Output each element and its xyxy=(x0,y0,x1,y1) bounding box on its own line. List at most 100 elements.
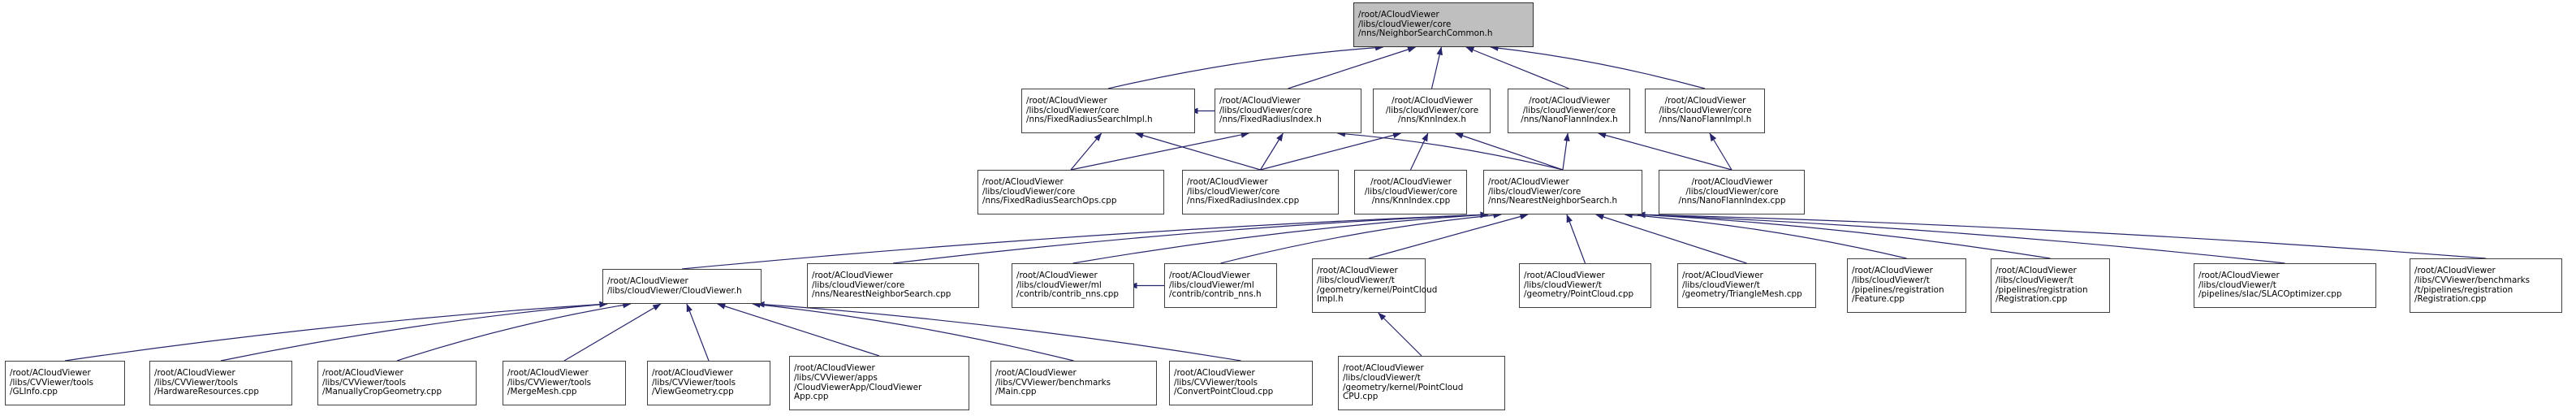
graph-node[interactable]: /root/ACloudViewer/libs/cloudViewer/core… xyxy=(1483,170,1642,214)
edge-group xyxy=(64,44,2487,362)
node-line: /ManuallyCropGeometry.cpp xyxy=(322,387,442,397)
node-line: /nns/NanoFlannIndex.cpp xyxy=(1678,196,1786,206)
node-line: /libs/cloudViewer/core xyxy=(1364,186,1458,197)
node-line: /libs/cloudViewer/t xyxy=(1682,280,1760,290)
graph-node[interactable]: /root/ACloudViewer/libs/cloudViewer/t/ge… xyxy=(1677,263,1816,308)
graph-edge xyxy=(1637,211,2285,264)
node-line: App.cpp xyxy=(794,392,829,402)
graph-node[interactable]: /root/ACloudViewer/libs/CVViewer/apps/Cl… xyxy=(789,356,969,410)
graph-node[interactable]: /root/ACloudViewer/libs/cloudViewer/ml/c… xyxy=(1164,263,1277,308)
graph-node[interactable]: /root/ACloudViewer/libs/CVViewer/tools/M… xyxy=(317,361,477,405)
graph-node[interactable]: /root/ACloudViewer/libs/cloudViewer/core… xyxy=(1645,89,1765,133)
node-line: /libs/cloudViewer/core xyxy=(1488,186,1581,197)
graph-node[interactable]: /root/ACloudViewer/libs/cloudViewer/ml/c… xyxy=(1012,263,1134,308)
node-line: /root/ACloudViewer xyxy=(1392,96,1473,106)
node-line: /libs/cloudViewer/ml xyxy=(1016,280,1102,290)
graph-node[interactable]: /root/ACloudViewer/libs/cloudViewer/t/pi… xyxy=(1847,258,1966,313)
graph-node[interactable]: /root/ACloudViewer/libs/CVViewer/benchma… xyxy=(2410,258,2562,313)
node-line: /root/ACloudViewer xyxy=(1996,266,2077,276)
graph-edge xyxy=(717,303,880,357)
graph-edge xyxy=(1072,211,1489,264)
node-line: /root/ACloudViewer xyxy=(652,368,733,379)
node-line: /pipelines/slac/SLACOptimizer.cpp xyxy=(2198,289,2342,300)
node-line: /MergeMesh.cpp xyxy=(507,387,577,397)
graph-node[interactable]: /root/ACloudViewer/libs/cloudViewer/Clou… xyxy=(602,269,762,304)
node-line: /libs/CVViewer/benchmarks xyxy=(995,377,1111,388)
graph-edge xyxy=(64,301,608,362)
node-line: /root/ACloudViewer xyxy=(995,368,1077,379)
node-line: CPU.cpp xyxy=(1343,392,1379,402)
graph-edge xyxy=(1709,132,1732,171)
node-line: /ViewGeometry.cpp xyxy=(652,387,734,397)
node-line: /libs/cloudViewer/core xyxy=(1026,105,1120,115)
node-line: /root/ACloudViewer xyxy=(154,368,235,379)
node-line: /root/ACloudViewer xyxy=(1174,368,1255,379)
graph-node[interactable]: /root/ACloudViewer/libs/cloudViewer/core… xyxy=(1354,170,1467,214)
graph-node[interactable]: /root/ACloudViewer/libs/cloudViewer/core… xyxy=(807,263,979,308)
node-line: /libs/cloudViewer/t xyxy=(2198,280,2276,290)
node-line: /root/ACloudViewer xyxy=(1524,271,1605,281)
node-line: /nns/NearestNeighborSearch.h xyxy=(1488,196,1618,206)
graph-node[interactable]: /root/ACloudViewer/libs/cloudViewer/t/pi… xyxy=(2194,263,2376,308)
node-line: /CloudViewerApp/CloudViewer xyxy=(794,382,922,392)
node-line: /nns/FixedRadiusIndex.cpp xyxy=(1187,196,1300,206)
node-line: /geometry/kernel/PointCloud xyxy=(1317,284,1438,295)
graph-edge xyxy=(1598,132,1732,171)
node-line: /nns/NeighborSearchCommon.h xyxy=(1358,28,1493,39)
graph-edge xyxy=(752,301,1074,362)
node-line: /libs/cloudViewer/t xyxy=(1996,275,2073,285)
graph-edge xyxy=(1135,132,1261,171)
graph-node[interactable]: /root/ACloudViewer/libs/CVViewer/benchma… xyxy=(990,361,1157,405)
graph-node[interactable]: /root/ACloudViewer/libs/cloudViewer/core… xyxy=(1182,170,1339,214)
graph-edge xyxy=(1490,45,1706,89)
graph-node[interactable]: /root/ACloudViewer/libs/CVViewer/tools/G… xyxy=(5,361,125,405)
node-line: /root/ACloudViewer xyxy=(1219,96,1301,106)
graph-edge xyxy=(1465,46,1569,89)
graph-edge xyxy=(1455,132,1564,171)
graph-edge xyxy=(1070,132,1102,171)
graph-node[interactable]: /root/ACloudViewer/libs/CVViewer/tools/V… xyxy=(647,361,770,405)
graph-edge xyxy=(1336,130,1564,171)
graph-node[interactable]: /root/ACloudViewer/libs/cloudViewer/t/ge… xyxy=(1312,258,1438,313)
graph-node[interactable]: /root/ACloudViewer/libs/cloudViewer/core… xyxy=(1373,89,1491,133)
node-line: /root/ACloudViewer xyxy=(607,275,688,286)
graph-node[interactable]: /root/ACloudViewer/libs/cloudViewer/t/ge… xyxy=(1519,263,1651,308)
graph-node[interactable]: /root/ACloudViewer/libs/cloudViewer/t/pi… xyxy=(1991,258,2110,313)
graph-node[interactable]: /root/ACloudViewer/libs/CVViewer/tools/C… xyxy=(1169,361,1313,405)
node-line: /nns/KnnIndex.cpp xyxy=(1371,196,1451,206)
node-line: /root/ACloudViewer xyxy=(1852,266,1933,276)
node-line: /nns/NearestNeighborSearch.cpp xyxy=(812,289,951,300)
graph-edge xyxy=(1637,211,2051,259)
graph-edge xyxy=(1566,214,1586,264)
graph-node[interactable]: /root/ACloudViewer/libs/cloudViewer/core… xyxy=(1021,89,1195,133)
graph-node[interactable]: /root/ACloudViewer/libs/cloudViewer/core… xyxy=(1659,170,1805,214)
graph-node-root[interactable]: /root/ACloudViewer/libs/cloudViewer/core… xyxy=(1353,2,1534,47)
node-line: /libs/cloudViewer/core xyxy=(1659,105,1752,115)
node-line: /pipelines/registration xyxy=(1996,284,2088,295)
node-line: /libs/CVViewer/tools xyxy=(1174,377,1258,388)
graph-edge xyxy=(1562,132,1570,171)
node-line: /libs/cloudViewer/t xyxy=(1852,275,1930,285)
graph-node[interactable]: /root/ACloudViewer/libs/cloudViewer/core… xyxy=(1508,89,1630,133)
graph-edge xyxy=(1624,211,1907,259)
node-line: /root/ACloudViewer xyxy=(10,368,91,379)
node-line: /root/ACloudViewer xyxy=(1016,271,1098,281)
node-line: /libs/cloudViewer/t xyxy=(1524,280,1602,290)
node-line: /libs/cloudViewer/CloudViewer.h xyxy=(607,285,742,296)
graph-node[interactable]: /root/ACloudViewer/libs/CVViewer/tools/H… xyxy=(149,361,292,405)
node-line: /nns/FixedRadiusSearchOps.cpp xyxy=(982,196,1117,206)
node-line: /root/ACloudViewer xyxy=(1488,177,1569,188)
graph-node[interactable]: /root/ACloudViewer/libs/cloudViewer/core… xyxy=(1215,89,1361,133)
node-line: /libs/CVViewer/tools xyxy=(154,377,239,388)
node-line: /Feature.cpp xyxy=(1852,294,1905,305)
graph-node[interactable]: /root/ACloudViewer/libs/CVViewer/tools/M… xyxy=(503,361,626,405)
node-line: /libs/cloudViewer/core xyxy=(1219,105,1313,115)
node-line: /root/ACloudViewer xyxy=(322,368,403,379)
graph-node[interactable]: /root/ACloudViewer/libs/cloudViewer/core… xyxy=(977,170,1164,214)
graph-edge xyxy=(1409,132,1429,171)
node-line: /nns/KnnIndex.h xyxy=(1397,115,1467,125)
node-line: /geometry/PointCloud.cpp xyxy=(1524,289,1634,300)
graph-node[interactable]: /root/ACloudViewer/libs/cloudViewer/t/ge… xyxy=(1338,356,1505,410)
